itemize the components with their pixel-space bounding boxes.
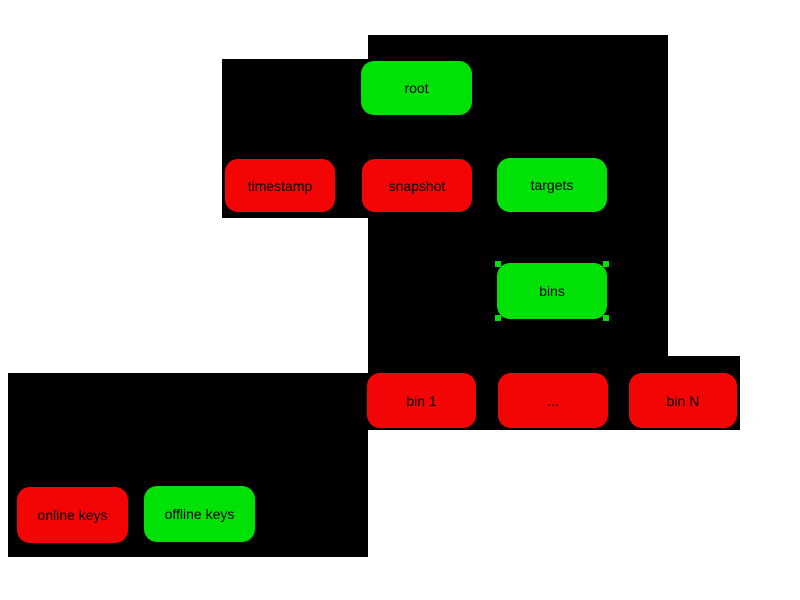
selection-handle[interactable] [495, 261, 501, 267]
node-label: snapshot [388, 177, 446, 194]
node-label: root [404, 80, 429, 96]
node-label: targets [530, 177, 574, 193]
node-bin-1[interactable]: bin 1 [367, 373, 476, 428]
node-label: bin 1 [406, 392, 437, 409]
node-root[interactable]: root [361, 61, 472, 115]
node-offline-keys[interactable]: offline keys [144, 486, 255, 542]
node-label: ... [547, 392, 559, 409]
node-snapshot[interactable]: snapshot [362, 159, 472, 212]
selection-handle[interactable] [603, 315, 609, 321]
node-ellipsis[interactable]: ... [498, 373, 608, 428]
selection-handle[interactable] [495, 315, 501, 321]
node-targets[interactable]: targets [497, 158, 607, 212]
node-label: online keys [37, 507, 108, 523]
selection-handle[interactable] [603, 261, 609, 267]
node-label: bin N [666, 392, 700, 409]
node-bin-n[interactable]: bin N [629, 373, 737, 428]
node-bins[interactable]: bins [495, 261, 609, 321]
node-label: timestamp [247, 177, 313, 194]
node-label: bins [539, 283, 565, 299]
node-label: offline keys [164, 506, 235, 522]
node-online-keys[interactable]: online keys [17, 487, 128, 543]
node-timestamp[interactable]: timestamp [225, 159, 335, 212]
